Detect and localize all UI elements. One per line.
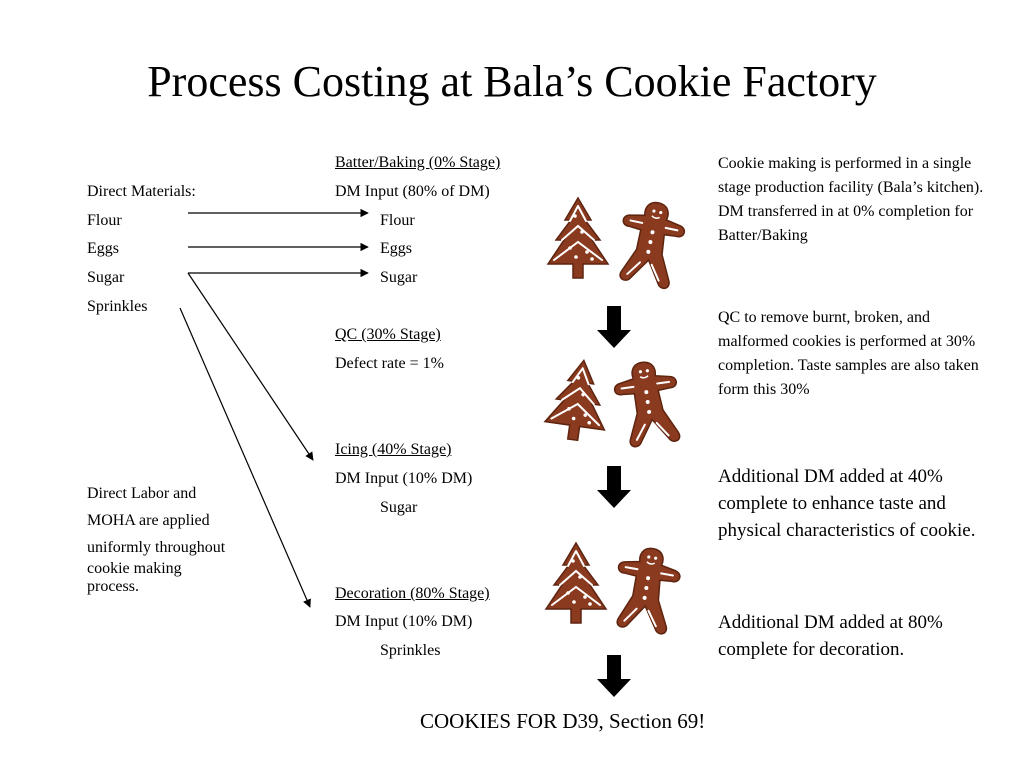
- note-icing: Additional DM added at 40% complete to e…: [718, 466, 976, 541]
- material-sprinkles: Sprinkles: [87, 298, 148, 315]
- gingerbread-tree-icon: [545, 542, 607, 624]
- material-flour: Flour: [87, 212, 122, 229]
- stage-batter-heading: Batter/Baking (0% Stage): [335, 154, 501, 171]
- labor-note-line: Direct Labor and: [87, 485, 197, 502]
- gingerbread-tree-icon: [542, 355, 615, 445]
- stage-icing-input: DM Input (10% DM): [335, 470, 473, 487]
- direct-materials-heading: Direct Materials:: [87, 183, 196, 200]
- note-batter: Cookie making is performed in a single s…: [718, 155, 984, 244]
- down-arrow-icon: [597, 306, 631, 348]
- gingerbread-tree-icon: [547, 197, 609, 279]
- stage-qc-heading: QC (30% Stage): [335, 326, 441, 343]
- page-title: Process Costing at Bala’s Cookie Factory: [147, 57, 877, 106]
- labor-note-line: process.: [87, 578, 139, 595]
- labor-note-line: uniformly throughout: [87, 539, 226, 556]
- stage-batter-item: Sugar: [380, 269, 418, 286]
- down-arrow-icon: [597, 655, 631, 697]
- stage-decoration-item: Sprinkles: [380, 642, 441, 659]
- stage-decoration-input: DM Input (10% DM): [335, 613, 473, 630]
- gingerbread-man-icon: [610, 357, 686, 450]
- material-eggs: Eggs: [87, 240, 119, 257]
- note-qc: QC to remove burnt, broken, and malforme…: [718, 309, 979, 398]
- stage-icing-heading: Icing (40% Stage): [335, 441, 452, 458]
- labor-note: Direct Labor and MOHA are applied unifor…: [87, 485, 272, 596]
- footer-text: COOKIES FOR D39, Section 69!: [420, 709, 706, 733]
- sprinkles-arrow: [179, 307, 311, 608]
- stage-batter-item: Flour: [380, 212, 415, 229]
- material-sugar: Sugar: [87, 269, 125, 286]
- down-arrow-icon: [597, 466, 631, 508]
- labor-note-line: cookie making: [87, 560, 182, 577]
- material-connectors: [179, 208, 369, 608]
- stage-icing-item: Sugar: [380, 499, 418, 516]
- stage-decoration-heading: Decoration (80% Stage): [335, 585, 490, 602]
- gingerbread-man-icon: [610, 195, 691, 292]
- labor-note-line: MOHA are applied: [87, 512, 210, 529]
- note-decoration: Additional DM added at 80% complete for …: [718, 612, 943, 660]
- stage-qc-defect: Defect rate = 1%: [335, 355, 444, 372]
- gingerbread-man-icon: [607, 542, 685, 637]
- stage-batter-input: DM Input (80% of DM): [335, 183, 490, 200]
- stage-batter-item: Eggs: [380, 240, 412, 257]
- sugar-icing-arrow: [187, 272, 314, 461]
